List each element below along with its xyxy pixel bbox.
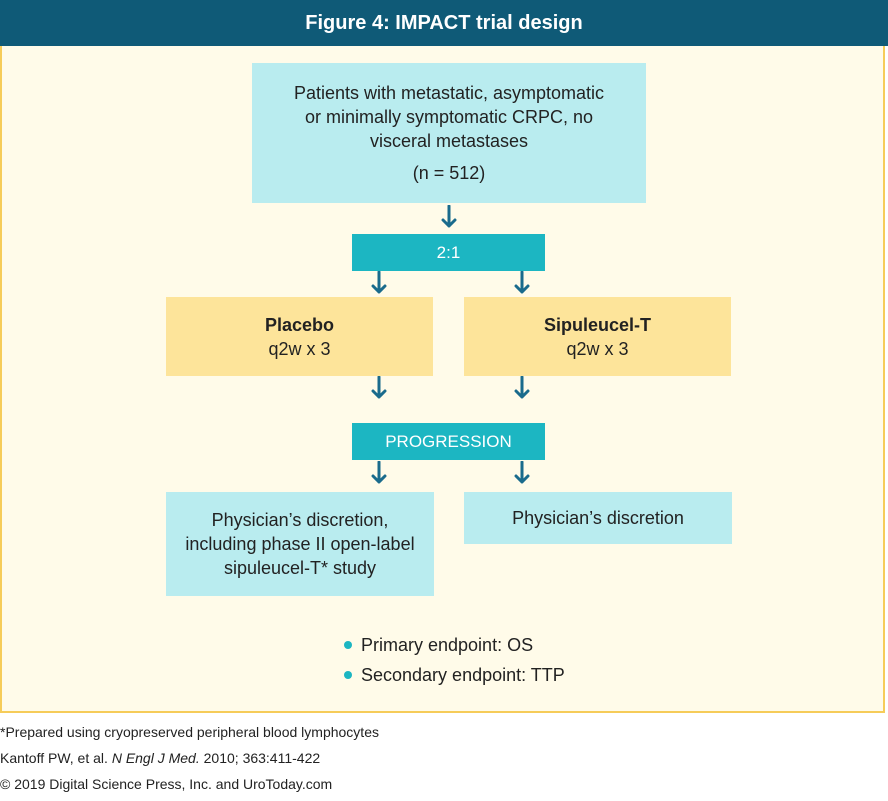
- arrow-down-icon: [371, 376, 387, 399]
- discretion-right-label: Physician’s discretion: [512, 508, 684, 528]
- figure-title: Figure 4: IMPACT trial design: [305, 11, 583, 34]
- citation-authors: Kantoff PW, et al.: [0, 750, 112, 766]
- arrow-down-icon: [371, 271, 387, 294]
- randomization-ratio: 2:1: [436, 242, 461, 262]
- endpoints-list: Primary endpoint: OS Secondary endpoint:…: [344, 630, 565, 690]
- placebo-arm-name: Placebo: [264, 314, 335, 335]
- bullet-icon: [344, 671, 352, 679]
- patients-line-1: Patients with metastatic, asymptomatic: [293, 83, 605, 103]
- secondary-endpoint: Secondary endpoint: TTP: [361, 664, 565, 685]
- bullet-icon: [344, 641, 352, 649]
- arrow-down-icon: [371, 461, 387, 484]
- sipuleucel-arm-schedule: q2w x 3: [566, 338, 629, 359]
- physician-discretion-right-box: Physician’s discretion: [464, 492, 732, 544]
- citation-details: 2010; 363:411-422: [199, 750, 321, 766]
- discretion-left-line-1: Physician’s discretion,: [211, 510, 389, 530]
- patients-count: (n = 512): [412, 163, 486, 183]
- primary-endpoint: Primary endpoint: OS: [361, 634, 534, 655]
- physician-discretion-left-box: Physician’s discretion, including phase …: [166, 492, 434, 596]
- progression-label: PROGRESSION: [385, 431, 512, 451]
- patients-line-3: visceral metastases: [369, 131, 529, 151]
- randomization-box: 2:1: [352, 234, 545, 271]
- figure-title-bar: Figure 4: IMPACT trial design: [0, 0, 888, 46]
- placebo-arm-schedule: q2w x 3: [268, 338, 331, 359]
- endpoint-item: Secondary endpoint: TTP: [344, 660, 565, 690]
- progression-box: PROGRESSION: [352, 423, 545, 460]
- arrow-down-icon: [514, 376, 530, 399]
- sipuleucel-arm-name: Sipuleucel-T: [543, 314, 651, 335]
- arrow-down-icon: [441, 205, 457, 228]
- arrow-down-icon: [514, 461, 530, 484]
- footnote-citation: Kantoff PW, et al. N Engl J Med. 2010; 3…: [0, 745, 379, 771]
- footnote-copyright: © 2019 Digital Science Press, Inc. and U…: [0, 776, 333, 792]
- citation-journal: N Engl J Med.: [111, 750, 200, 766]
- footnotes: *Prepared using cryopreserved peripheral…: [0, 719, 379, 797]
- placebo-arm-box: Placebo q2w x 3: [166, 297, 433, 376]
- patients-box: Patients with metastatic, asymptomatic o…: [252, 63, 646, 203]
- patients-line-2: or minimally symptomatic CRPC, no: [304, 107, 594, 127]
- endpoint-item: Primary endpoint: OS: [344, 630, 565, 660]
- footnote-note: *Prepared using cryopreserved peripheral…: [0, 724, 379, 740]
- discretion-left-line-2: including phase II open-label: [185, 534, 415, 554]
- sipuleucel-arm-box: Sipuleucel-T q2w x 3: [464, 297, 731, 376]
- arrow-down-icon: [514, 271, 530, 294]
- discretion-left-line-3: sipuleucel-T* study: [223, 558, 377, 578]
